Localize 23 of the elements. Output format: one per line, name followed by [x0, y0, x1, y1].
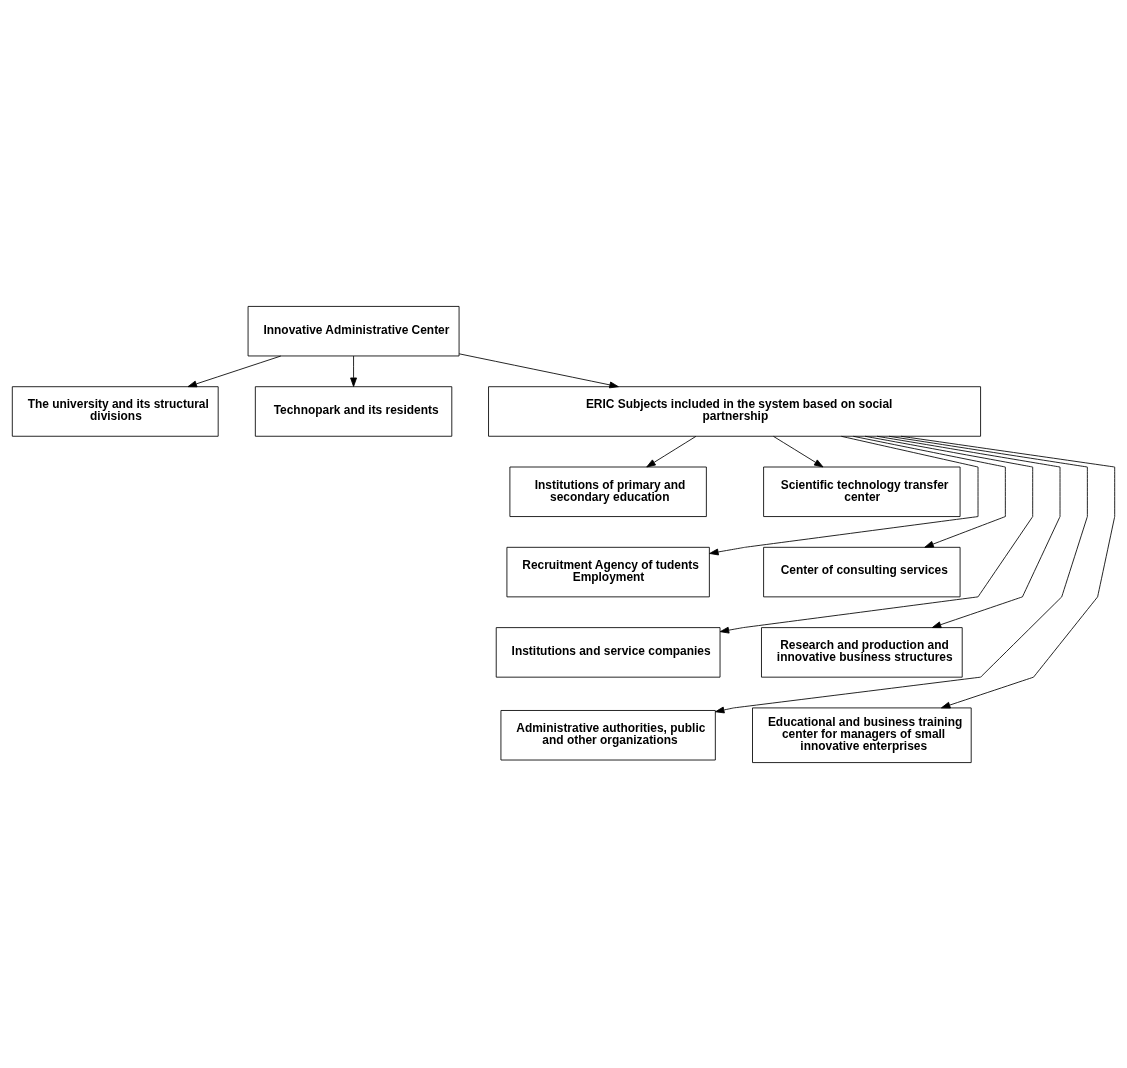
arrow: [715, 435, 1088, 713]
arrow: [187, 355, 282, 387]
arrow: [719, 435, 1034, 634]
node-box: ERIC Subjects included in the system based on social partnership: [488, 385, 981, 437]
node-box: Research and production and innovative business structures: [761, 626, 963, 678]
arrow: [773, 435, 824, 467]
arrow: [646, 435, 697, 467]
arrow: [876, 435, 1061, 628]
node-box: Center of consulting services: [763, 546, 961, 597]
node-box: Administrative authorities, public and other organizations: [500, 709, 716, 760]
node-box: Recruitment Agency of tudents Employment: [506, 546, 710, 597]
node-box: Institutions and service companies: [495, 626, 721, 678]
node-box: Technopark and its residents: [254, 385, 453, 437]
arrow: [458, 352, 619, 388]
arrow: [350, 355, 357, 387]
arrow: [852, 435, 1006, 548]
node-box: The university and its structural divisions: [11, 385, 219, 437]
arrow: [900, 435, 1116, 708]
node-box: Institutions of primary and secondary education: [509, 466, 707, 517]
node-box: Innovative Administrative Center: [247, 305, 460, 356]
node-box: Scientific technology transfer center: [763, 466, 961, 517]
node-box: Educational and business training center for managers of small innovative enterprises: [752, 707, 972, 763]
arrow: [709, 435, 979, 555]
